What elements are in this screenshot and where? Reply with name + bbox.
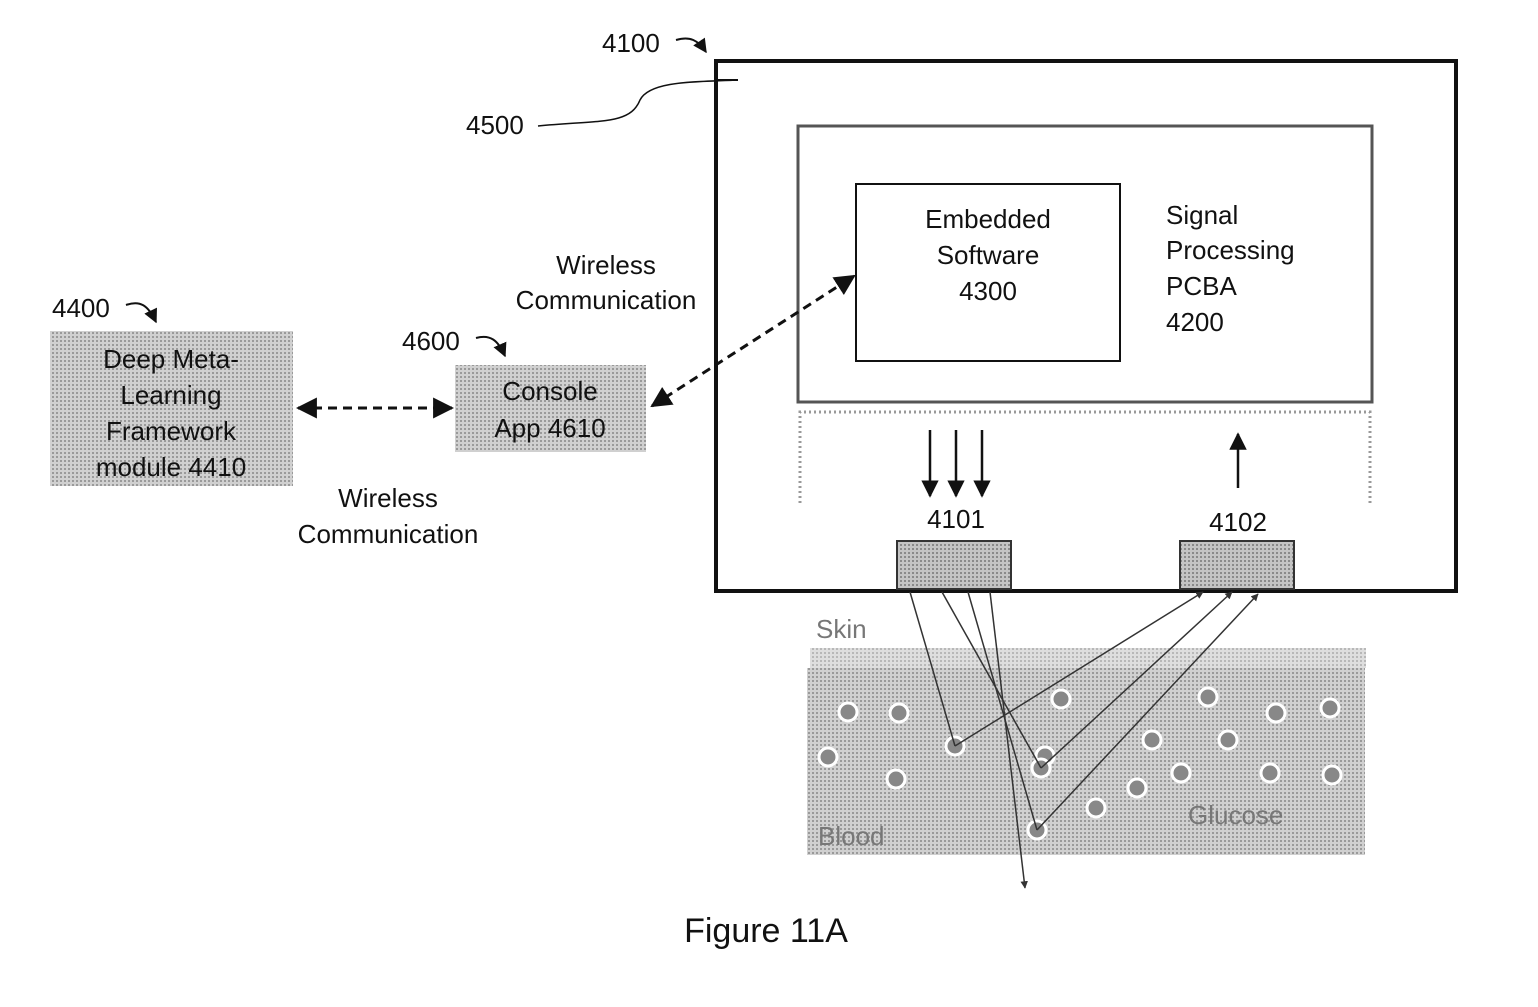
framework-line-3: Framework xyxy=(106,416,237,446)
glucose-label: Glucose xyxy=(1188,800,1283,830)
glucose-cell xyxy=(887,770,905,788)
glucose-cell xyxy=(1219,731,1237,749)
framework-ref-leader xyxy=(126,303,156,322)
console-ref-leader xyxy=(476,337,505,356)
glucose-cell xyxy=(1261,764,1279,782)
embedded-line-1: Embedded xyxy=(925,204,1051,234)
blood-label: Blood xyxy=(818,821,885,851)
detector-ref-label: 4102 xyxy=(1209,507,1267,537)
wireless-bottom-line-1: Wireless xyxy=(338,483,438,513)
skin-label: Skin xyxy=(816,614,867,644)
embedded-line-2: Software xyxy=(937,240,1040,270)
pcba-line-1: Signal xyxy=(1166,200,1238,230)
framework-line-4: module 4410 xyxy=(96,452,246,482)
pcba-line-2: Processing xyxy=(1166,235,1295,265)
glucose-cell xyxy=(1128,779,1146,797)
skin-layer xyxy=(810,648,1366,668)
glucose-cell xyxy=(1052,690,1070,708)
glucose-cell xyxy=(890,704,908,722)
housing-ref-label: 4500 xyxy=(466,110,524,140)
glucose-cell xyxy=(1199,688,1217,706)
pcba-line-3: PCBA xyxy=(1166,271,1237,301)
glucose-cell xyxy=(1323,766,1341,784)
console-line-2: App 4610 xyxy=(494,413,605,443)
console-line-1: Console xyxy=(502,376,597,406)
console-ref-label: 4600 xyxy=(402,326,460,356)
embedded-line-3: 4300 xyxy=(959,276,1017,306)
emitter-4101 xyxy=(897,541,1011,589)
wireless-bottom-line-2: Communication xyxy=(298,519,479,549)
glucose-cell xyxy=(819,748,837,766)
wireless-top-line-2: Communication xyxy=(516,285,697,315)
framework-line-2: Learning xyxy=(120,380,221,410)
figure-caption: Figure 11A xyxy=(684,912,848,950)
glucose-cell xyxy=(1267,704,1285,722)
glucose-cell xyxy=(1172,764,1190,782)
framework-line-1: Deep Meta- xyxy=(103,344,239,374)
detector-4102 xyxy=(1180,541,1294,589)
optics-region xyxy=(800,412,1370,503)
pcba-line-4: 4200 xyxy=(1166,307,1224,337)
glucose-cell xyxy=(839,703,857,721)
wireless-top-line-1: Wireless xyxy=(556,250,656,280)
framework-ref-label: 4400 xyxy=(52,293,110,323)
device-ref-leader xyxy=(676,39,706,53)
glucose-cell xyxy=(1321,699,1339,717)
device-ref-label: 4100 xyxy=(602,28,660,58)
housing-ref-leader xyxy=(538,80,738,126)
emitter-ref-label: 4101 xyxy=(927,504,985,534)
glucose-cell xyxy=(1143,731,1161,749)
glucose-cell xyxy=(1087,799,1105,817)
